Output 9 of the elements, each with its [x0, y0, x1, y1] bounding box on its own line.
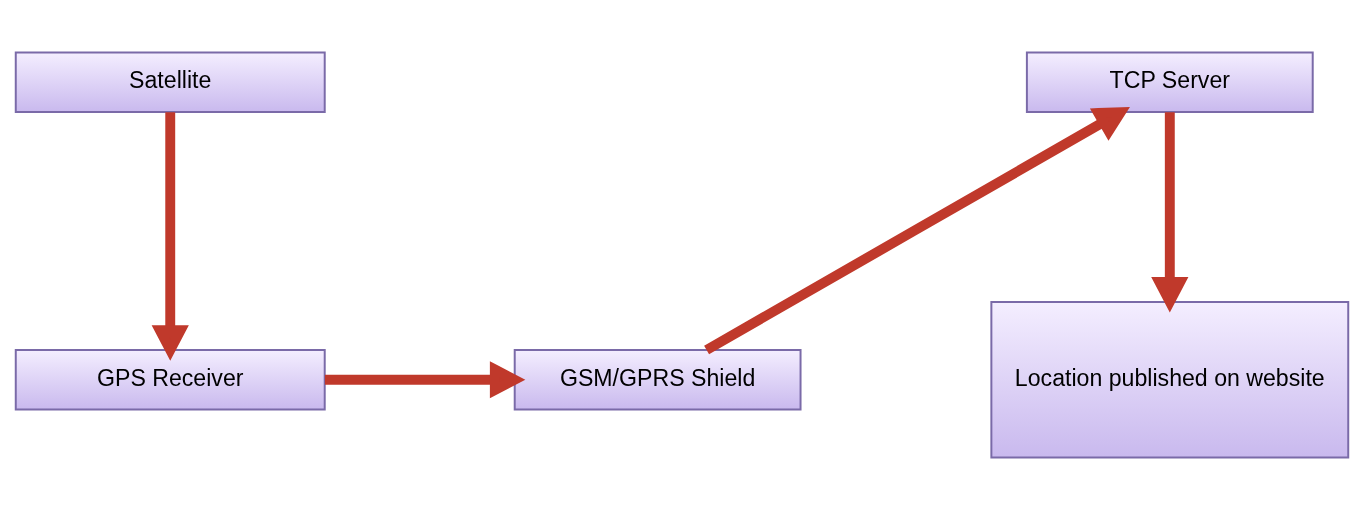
node-box: Satellite [14, 51, 326, 114]
node-box: GSM/GPRS Shield [513, 349, 802, 411]
arrow [1151, 112, 1189, 313]
arrow [704, 106, 1130, 355]
node-box: TCP Server [1025, 51, 1314, 114]
arrow [151, 112, 189, 361]
node-box: GPS Receiver [14, 349, 326, 411]
node-box: Location published on website [990, 301, 1350, 459]
arrow [324, 361, 526, 399]
